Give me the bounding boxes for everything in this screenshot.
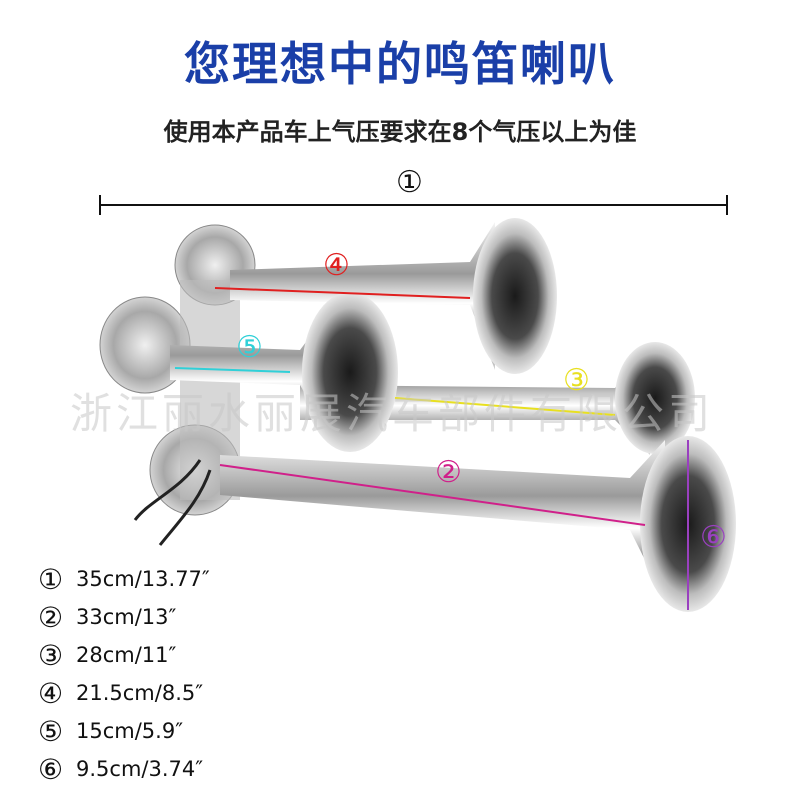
measure-line-2 bbox=[219, 464, 646, 526]
legend-text: 33cm/13″ bbox=[76, 605, 177, 629]
legend-number: ③ bbox=[38, 638, 64, 672]
measure-line-4 bbox=[214, 287, 471, 299]
legend-item: ⑥ 9.5cm/3.74″ bbox=[38, 750, 210, 788]
legend-text: 28cm/11″ bbox=[76, 643, 177, 667]
marker-4: ④ bbox=[323, 248, 350, 283]
horn-5 bbox=[170, 292, 398, 452]
marker-5: ⑤ bbox=[236, 330, 263, 365]
marker-6: ⑥ bbox=[700, 520, 727, 555]
size-legend: ① 35cm/13.77″ ② 33cm/13″ ③ 28cm/11″ ④ 21… bbox=[38, 560, 210, 788]
horn-2 bbox=[220, 436, 736, 612]
legend-item: ③ 28cm/11″ bbox=[38, 636, 210, 674]
marker-3: ③ bbox=[563, 363, 590, 398]
marker-2: ② bbox=[435, 455, 462, 490]
measure-line-3 bbox=[394, 397, 616, 416]
legend-number: ⑤ bbox=[38, 714, 64, 748]
legend-number: ① bbox=[38, 562, 64, 596]
legend-number: ④ bbox=[38, 676, 64, 710]
legend-text: 35cm/13.77″ bbox=[76, 567, 210, 591]
page-subtitle: 使用本产品车上气压要求在8个气压以上为佳 bbox=[163, 118, 637, 146]
page-title: 您理想中的鸣笛喇叭 bbox=[184, 37, 616, 91]
legend-text: 15cm/5.9″ bbox=[76, 719, 184, 743]
measure-line-5 bbox=[174, 367, 291, 373]
legend-text: 21.5cm/8.5″ bbox=[76, 681, 204, 705]
legend-number: ② bbox=[38, 600, 64, 634]
legend-item: ② 33cm/13″ bbox=[38, 598, 210, 636]
legend-item: ④ 21.5cm/8.5″ bbox=[38, 674, 210, 712]
marker-1: ① bbox=[396, 165, 423, 200]
dimension-bar bbox=[99, 195, 728, 215]
legend-number: ⑥ bbox=[38, 752, 64, 786]
horn-3 bbox=[300, 342, 695, 455]
legend-item: ① 35cm/13.77″ bbox=[38, 560, 210, 598]
mounting-base bbox=[99, 224, 256, 516]
legend-item: ⑤ 15cm/5.9″ bbox=[38, 712, 210, 750]
legend-text: 9.5cm/3.74″ bbox=[76, 757, 204, 781]
air-hose bbox=[133, 459, 212, 546]
watermark: 浙江丽水丽展汽车部件有限公司 bbox=[70, 389, 715, 438]
